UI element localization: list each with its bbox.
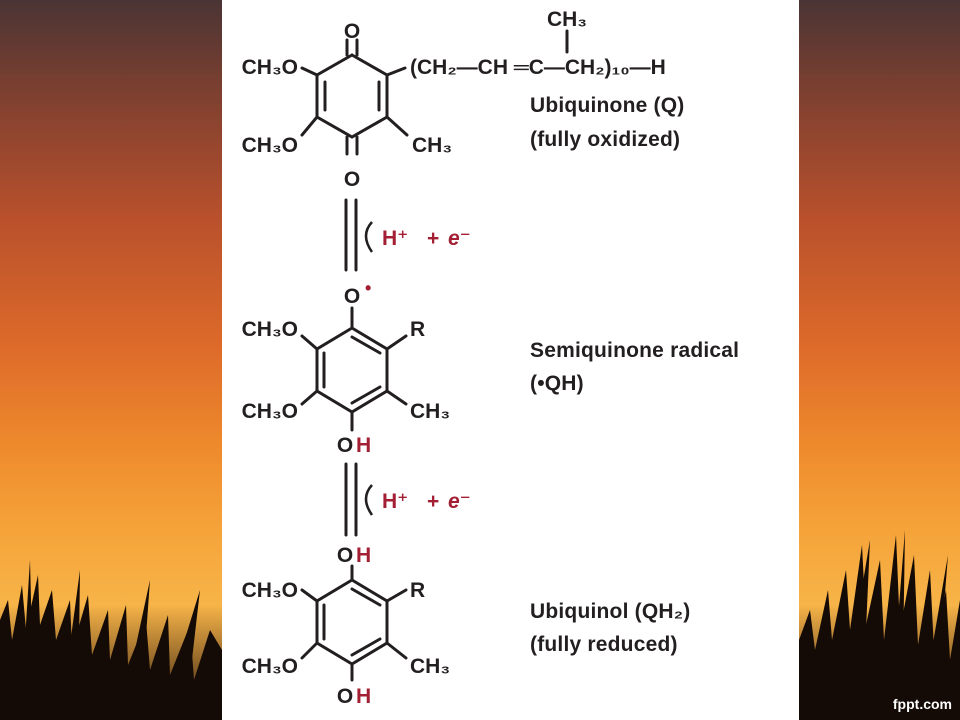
- quinol-r-group: R: [410, 579, 425, 602]
- isoprenoid-branch-methyl: CH₃: [547, 8, 587, 31]
- quinol-methyl-bond: [385, 641, 408, 660]
- proton-label-1: H⁺: [382, 227, 408, 250]
- proton-label-2: H⁺: [382, 490, 408, 513]
- radical-dot: •: [365, 278, 371, 298]
- methyl-bond: [385, 115, 409, 137]
- curved-arrow-1: [364, 221, 374, 253]
- quinol-inner-bond-2: [350, 637, 382, 657]
- quinone-oxygen-top: O: [344, 20, 360, 43]
- quinol-methoxy-top: CH₃O: [242, 579, 298, 602]
- electron-label-2: e⁻: [448, 490, 471, 513]
- quinone-ring-bonds: [315, 53, 389, 139]
- quinol-methoxy-top-bond: [300, 588, 319, 603]
- quinone-methoxy-top: CH₃O: [242, 56, 298, 79]
- semiquinone-inner-bond-1: [350, 335, 382, 355]
- curved-arrow-2: [364, 484, 374, 516]
- plus-sign-1: +: [427, 227, 439, 250]
- methoxy-top-bond: [300, 66, 319, 77]
- site-watermark: fppt.com: [892, 696, 952, 712]
- semiquinone-r-group: R: [410, 318, 425, 341]
- ubiquinone-state-label: (fully oxidized): [530, 128, 681, 151]
- quinol-methoxy-bottom: CH₃O: [242, 655, 298, 678]
- quinol-inner-bond-1: [350, 587, 382, 607]
- ubiquinol-name-label: Ubiquinol (QH₂): [530, 600, 691, 623]
- semiquinone-r-bond: [385, 334, 408, 351]
- quinol-hydroxyl-bottom-h: H: [356, 685, 371, 708]
- slide-panel: O O CH₃O CH₃O CH₃ (CH₂—CH ═C—CH₂)₁₀—H CH…: [222, 0, 799, 720]
- quinol-r-bond: [385, 588, 408, 603]
- reduction-step-2: H⁺ + e⁻: [344, 462, 471, 537]
- grass-silhouette-right: [799, 530, 960, 720]
- semiquinone-inner-bond-2: [350, 385, 382, 405]
- semiquinone-methoxy-top-bond: [300, 334, 319, 351]
- quinol-ring-bonds: [315, 578, 389, 666]
- semiquinone-ring-bonds: [315, 326, 389, 414]
- grass-silhouette-left: [0, 560, 222, 720]
- reduction-step-1: H⁺ + e⁻: [344, 198, 471, 272]
- semiquinone-methoxy-bottom: CH₃O: [242, 400, 298, 423]
- semiquinone-methyl-bond: [385, 389, 408, 406]
- isoprenoid-chain: (CH₂—CH ═C—CH₂)₁₀—H: [410, 56, 666, 79]
- plus-sign-2: +: [427, 490, 439, 513]
- methoxy-bottom-bond: [300, 115, 319, 137]
- ubiquinone-name-label: Ubiquinone (Q): [530, 94, 685, 117]
- semiquinone-abbrev-label: (•QH): [530, 372, 584, 395]
- semiquinone-methoxy-top: CH₃O: [242, 318, 298, 341]
- semiquinone-name-label: Semiquinone radical: [530, 339, 740, 362]
- quinol-hydroxyl-bottom-o: O: [337, 685, 353, 708]
- semiquinone-structure: O • O H CH₃O CH₃O R CH₃: [242, 278, 450, 457]
- semiquinone-methyl: CH₃: [410, 400, 450, 423]
- quinone-methoxy-bottom: CH₃O: [242, 134, 298, 157]
- quinol-hydroxyl-top-h: H: [356, 544, 371, 567]
- ubiquinone-reduction-diagram: O O CH₃O CH₃O CH₃ (CH₂—CH ═C—CH₂)₁₀—H CH…: [242, 8, 666, 708]
- semiquinone-hydroxyl-h: H: [356, 434, 371, 457]
- ubiquinol-structure: O H O H CH₃O CH₃O R CH₃: [242, 544, 450, 708]
- ubiquinone-structure: O O CH₃O CH₃O CH₃ (CH₂—CH ═C—CH₂)₁₀—H CH…: [242, 8, 666, 191]
- quinone-oxygen-bottom: O: [344, 168, 360, 191]
- chain-bond: [385, 66, 407, 77]
- quinone-methyl: CH₃: [412, 134, 452, 157]
- ubiquinol-state-label: (fully reduced): [530, 633, 678, 656]
- quinol-methoxy-bottom-bond: [300, 641, 319, 660]
- electron-label-1: e⁻: [448, 227, 471, 250]
- semiquinone-oxygen: O: [344, 285, 360, 308]
- semiquinone-hydroxyl-o: O: [337, 434, 353, 457]
- quinol-hydroxyl-top-o: O: [337, 544, 353, 567]
- semiquinone-methoxy-bottom-bond: [300, 389, 319, 406]
- quinol-methyl: CH₃: [410, 655, 450, 678]
